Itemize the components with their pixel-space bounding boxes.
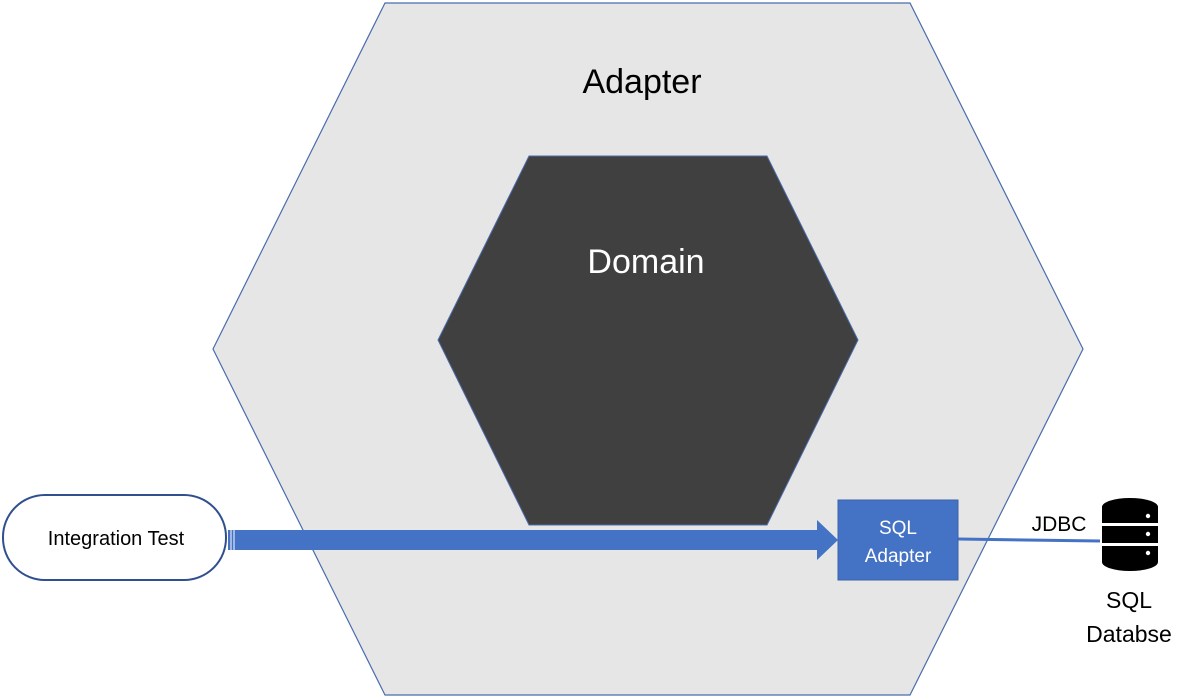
test-to-adapter-arrow bbox=[228, 520, 838, 560]
integration-test-label: Integration Test bbox=[48, 528, 185, 550]
domain-hexagon bbox=[437, 155, 859, 526]
sql-adapter-box bbox=[837, 499, 959, 581]
adapter-label: Adapter bbox=[582, 63, 701, 101]
sql-adapter-label-line2: Adapter bbox=[865, 546, 932, 567]
database-label-line2: Databse bbox=[1086, 621, 1172, 647]
jdbc-label: JDBC bbox=[1032, 513, 1087, 536]
domain-label: Domain bbox=[587, 243, 704, 281]
sql-adapter-label-line1: SQL bbox=[879, 518, 917, 539]
database-label-line1: SQL bbox=[1106, 587, 1152, 613]
jdbc-connection-line bbox=[957, 537, 1101, 543]
integration-test-node bbox=[2, 494, 227, 581]
database-icon bbox=[1102, 498, 1158, 571]
